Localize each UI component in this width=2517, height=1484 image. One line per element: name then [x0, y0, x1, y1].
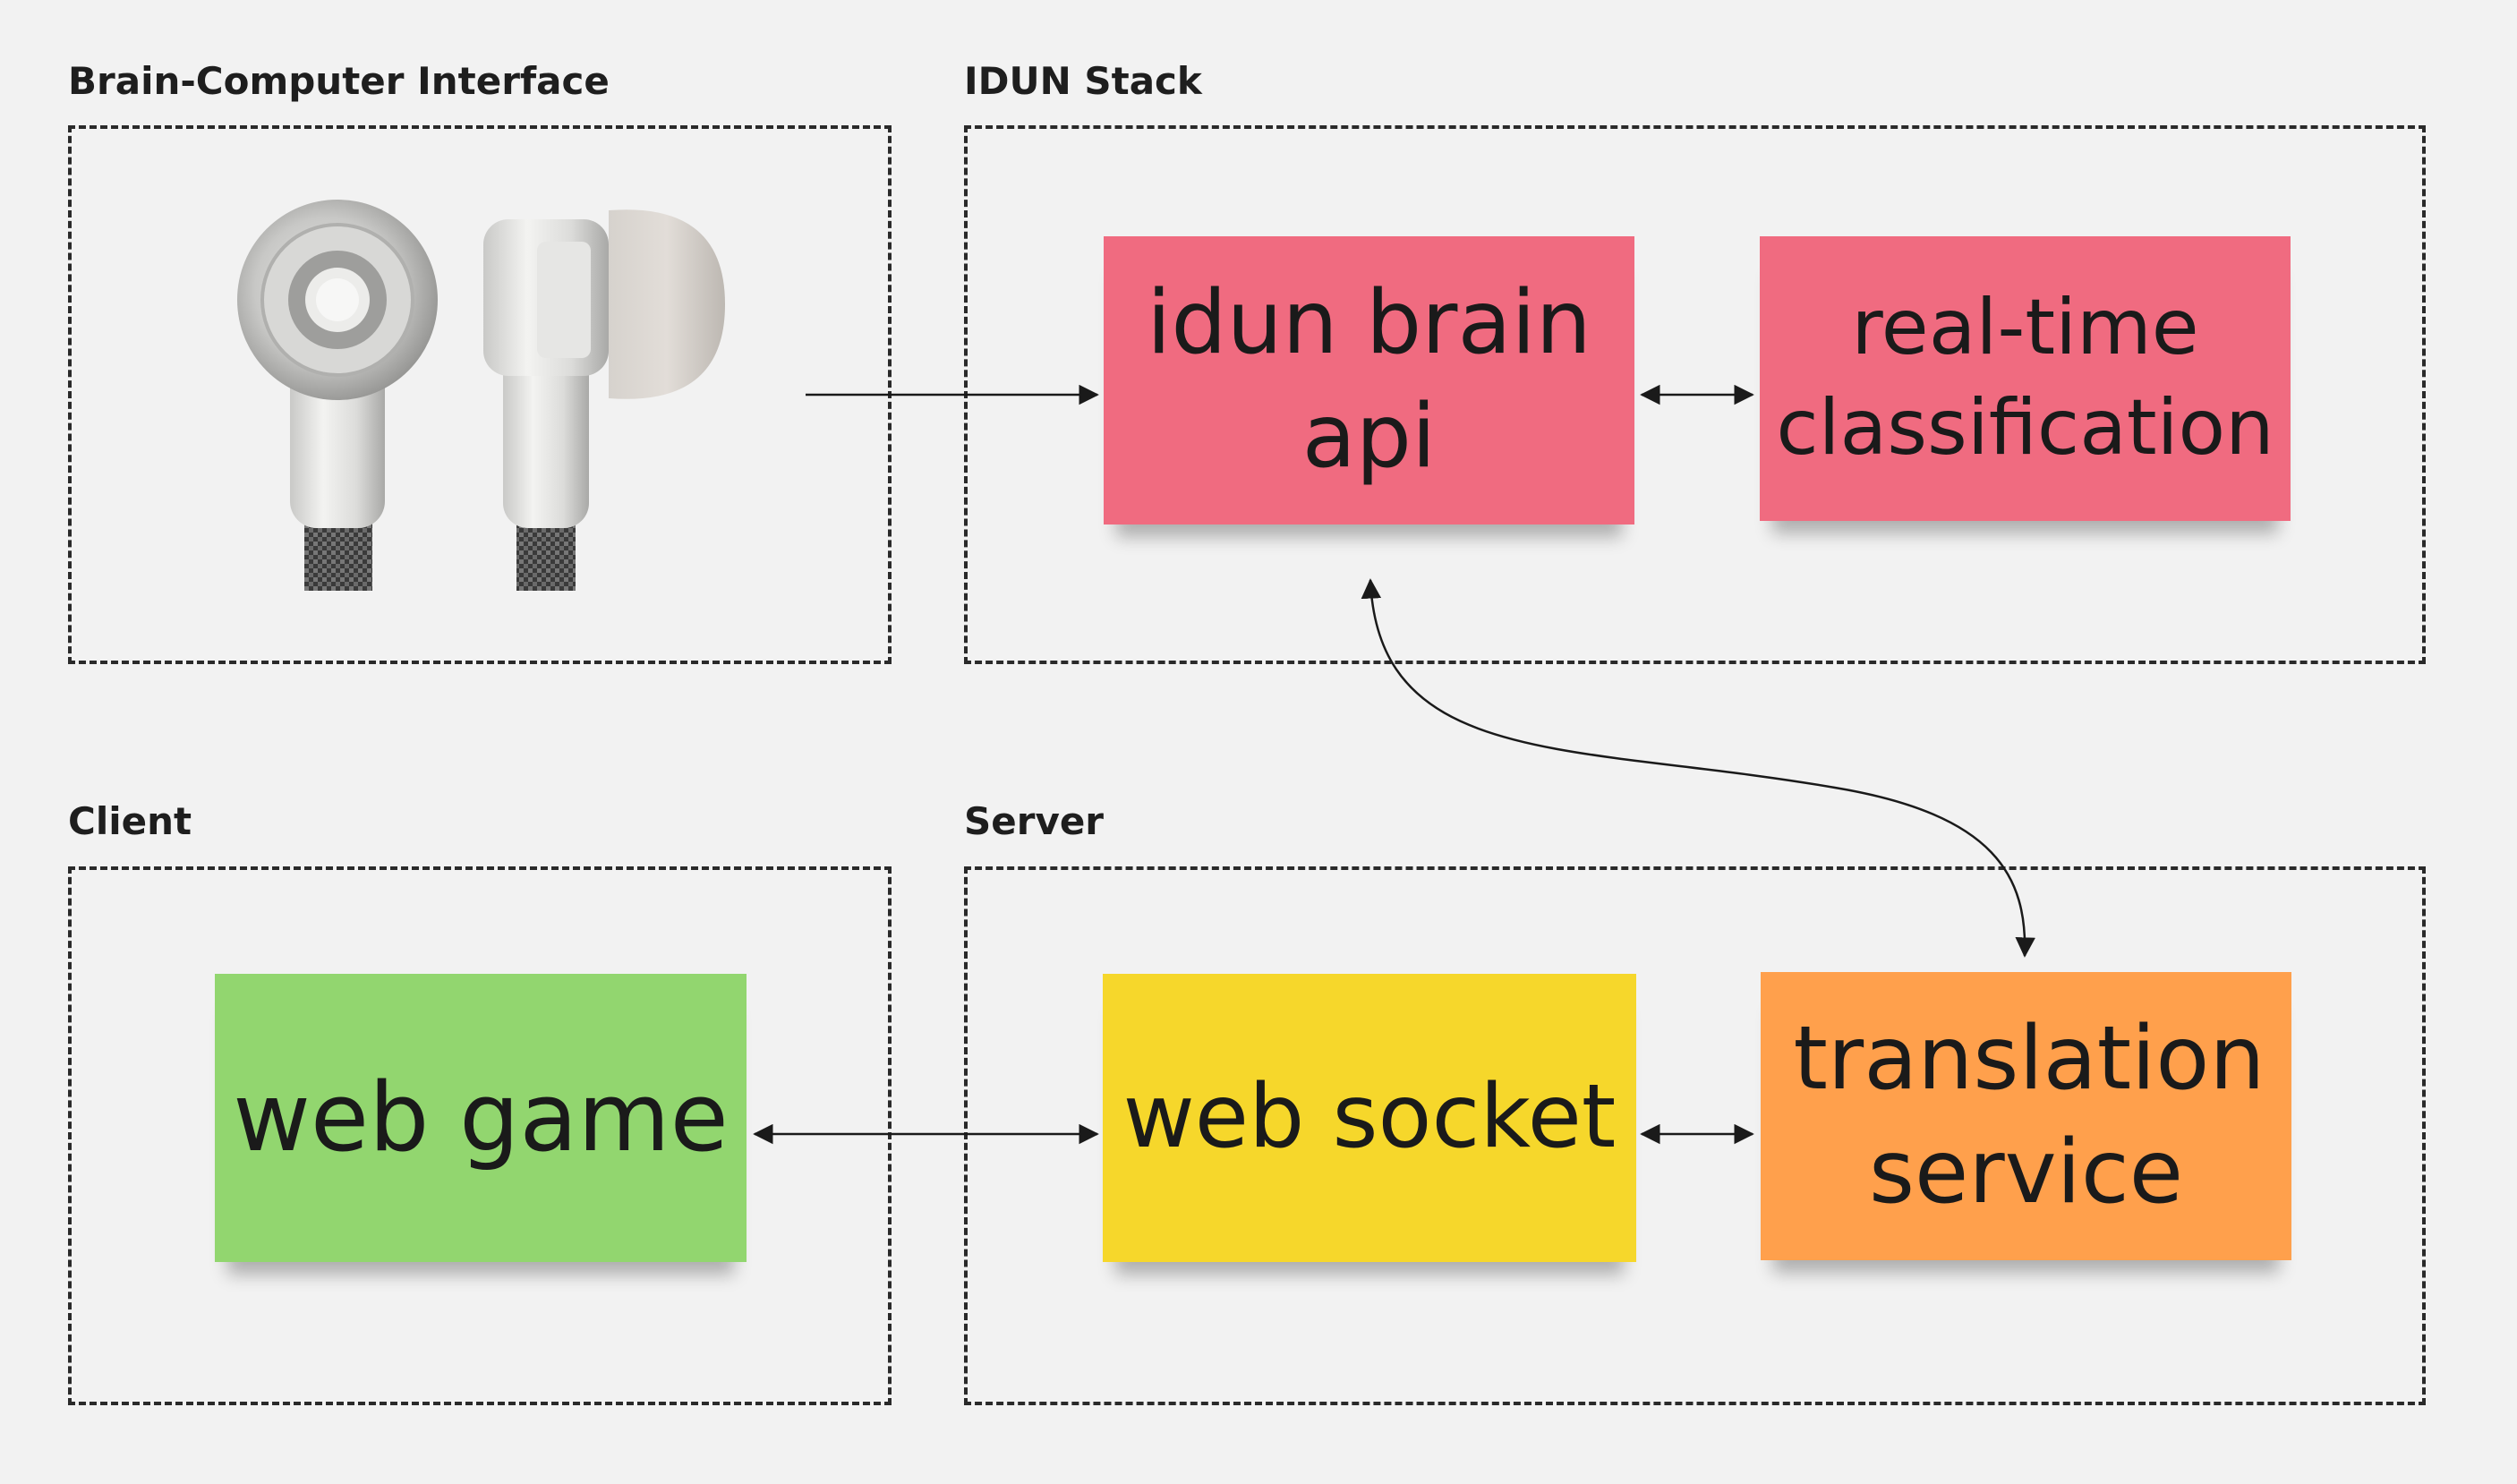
arrow-api-translation [1361, 578, 2035, 958]
frame-title-client: Client [68, 799, 192, 843]
sticky-real-time-classification-label: real-time classification [1776, 283, 2274, 473]
sticky-web-game[interactable]: web game [215, 974, 747, 1262]
right-earbud [483, 209, 725, 591]
sticky-idun-brain-api-label: idun brain api [1147, 271, 1591, 488]
frame-title-server: Server [964, 799, 1105, 843]
sticky-web-game-label: web game [233, 1062, 729, 1173]
sticky-translation-service[interactable]: translation service [1761, 972, 2291, 1260]
frame-title-idun: IDUN Stack [964, 59, 1202, 103]
sticky-real-time-classification[interactable]: real-time classification [1760, 236, 2291, 521]
frame-title-bci: Brain-Computer Interface [68, 59, 610, 103]
earbuds-image[interactable] [224, 192, 761, 604]
sticky-translation-service-label: translation service [1793, 1007, 2265, 1224]
sticky-web-socket-label: web socket [1122, 1066, 1617, 1169]
left-earbud [237, 200, 438, 591]
sticky-web-socket[interactable]: web socket [1103, 974, 1636, 1262]
sticky-idun-brain-api[interactable]: idun brain api [1104, 236, 1634, 525]
